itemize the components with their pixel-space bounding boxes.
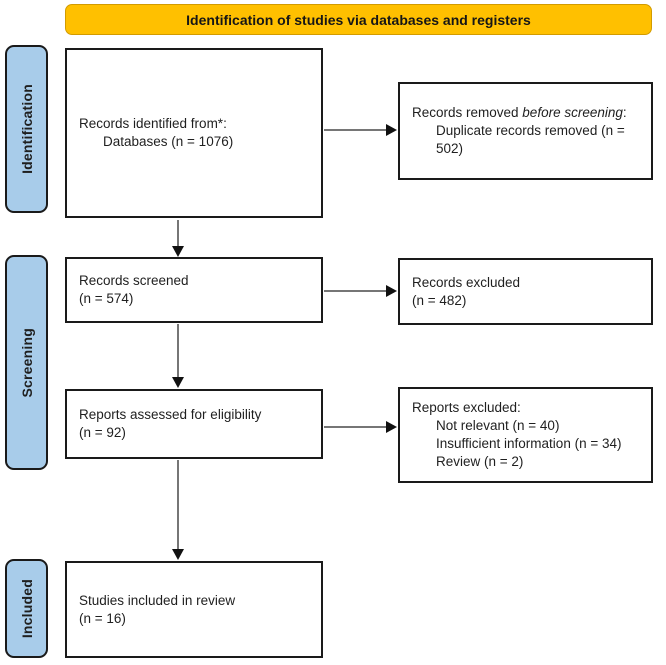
arrow-line — [324, 129, 388, 131]
box-records-excluded: Records excluded (n = 482) — [398, 258, 653, 325]
reports-excluded-item-2: Insufficient information (n = 34) — [436, 436, 622, 451]
stage-label-included: Included — [5, 559, 48, 658]
stage-label-identification: Identification — [5, 45, 48, 213]
reports-assessed-line1: Reports assessed for eligibility — [79, 407, 262, 422]
banner-title: Identification of studies via databases … — [65, 4, 652, 35]
arrow-head-icon — [172, 549, 184, 560]
arrow-head-icon — [172, 377, 184, 388]
box-records-identified: Records identified from*: Databases (n =… — [65, 48, 323, 218]
records-screened-line2: (n = 574) — [79, 291, 134, 306]
records-removed-italic: before screening — [522, 105, 623, 120]
arrow-line — [177, 324, 179, 379]
box-records-removed: Records removed before screening: Duplic… — [398, 82, 653, 180]
reports-assessed-line2: (n = 92) — [79, 425, 126, 440]
reports-excluded-item-3: Review (n = 2) — [436, 454, 524, 469]
records-identified-line1: Records identified from*: — [79, 116, 227, 131]
studies-included-line2: (n = 16) — [79, 610, 126, 626]
arrow-head-icon — [386, 285, 397, 297]
records-removed-item1: Duplicate records removed (n = 502) — [436, 123, 625, 156]
arrow-line — [324, 290, 388, 292]
records-screened-line1: Records screened — [79, 273, 189, 288]
stage-included-text: Included — [18, 578, 35, 639]
box-reports-assessed: Reports assessed for eligibility (n = 92… — [65, 389, 323, 459]
arrow-head-icon — [172, 246, 184, 257]
records-removed-suffix: : — [622, 105, 627, 120]
records-removed-line1: Records removed before screening: — [412, 104, 641, 122]
stage-screening-text: Screening — [18, 327, 35, 398]
arrow-line — [324, 426, 388, 428]
reports-excluded-title: Reports excluded: — [412, 400, 521, 415]
box-records-screened: Records screened (n = 574) — [65, 257, 323, 323]
arrow-line — [177, 460, 179, 551]
box-reports-excluded: Reports excluded: Not relevant (n = 40) … — [398, 387, 653, 483]
records-removed-prefix: Records removed — [412, 105, 523, 120]
studies-included-line1: Studies included in review — [79, 592, 236, 608]
stage-identification-text: Identification — [18, 84, 35, 174]
reports-excluded-item-1: Not relevant (n = 40) — [436, 418, 560, 433]
box-studies-included: Studies included in review (n = 16) — [65, 561, 323, 658]
stage-label-screening: Screening — [5, 255, 48, 470]
arrow-head-icon — [386, 421, 397, 433]
arrow-line — [177, 220, 179, 248]
arrow-head-icon — [386, 124, 397, 136]
records-identified-line2: Databases (n = 1076) — [103, 134, 234, 149]
records-excluded-line2: (n = 482) — [412, 292, 467, 308]
records-excluded-line1: Records excluded — [412, 274, 521, 290]
banner-title-label: Identification of studies via databases … — [186, 11, 531, 28]
